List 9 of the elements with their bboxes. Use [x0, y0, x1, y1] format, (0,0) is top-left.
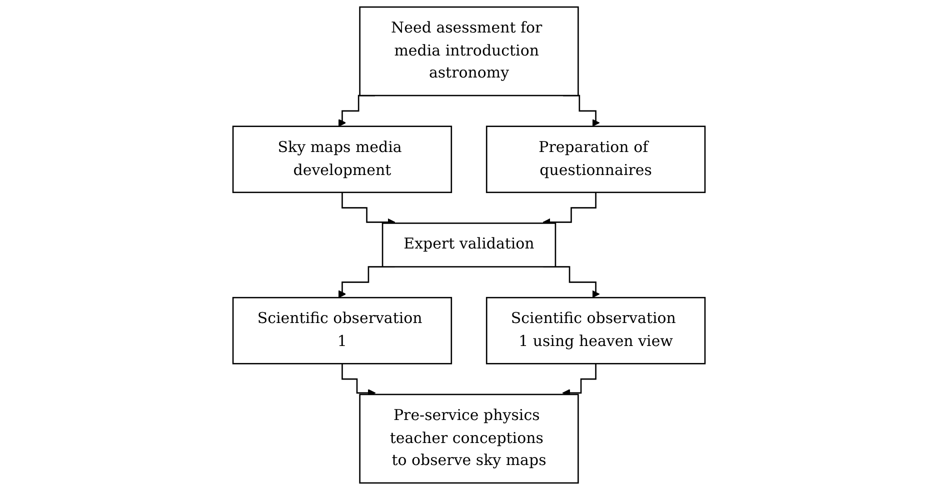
node-box: Expert validation — [382, 222, 556, 268]
arrow — [342, 362, 376, 397]
node-box: Scientific observation 1 — [232, 296, 452, 364]
node-box: Need asessment for media introduction astronomy — [359, 6, 579, 96]
node-box: Sky maps media development — [232, 126, 452, 194]
arrow — [562, 362, 596, 397]
node-box: Scientific observation 1 using heaven view — [486, 296, 706, 364]
node-box: Preparation of questionnaires — [486, 126, 706, 194]
node-box: Pre-service physics teacher conceptions to observe sky maps — [359, 394, 579, 484]
